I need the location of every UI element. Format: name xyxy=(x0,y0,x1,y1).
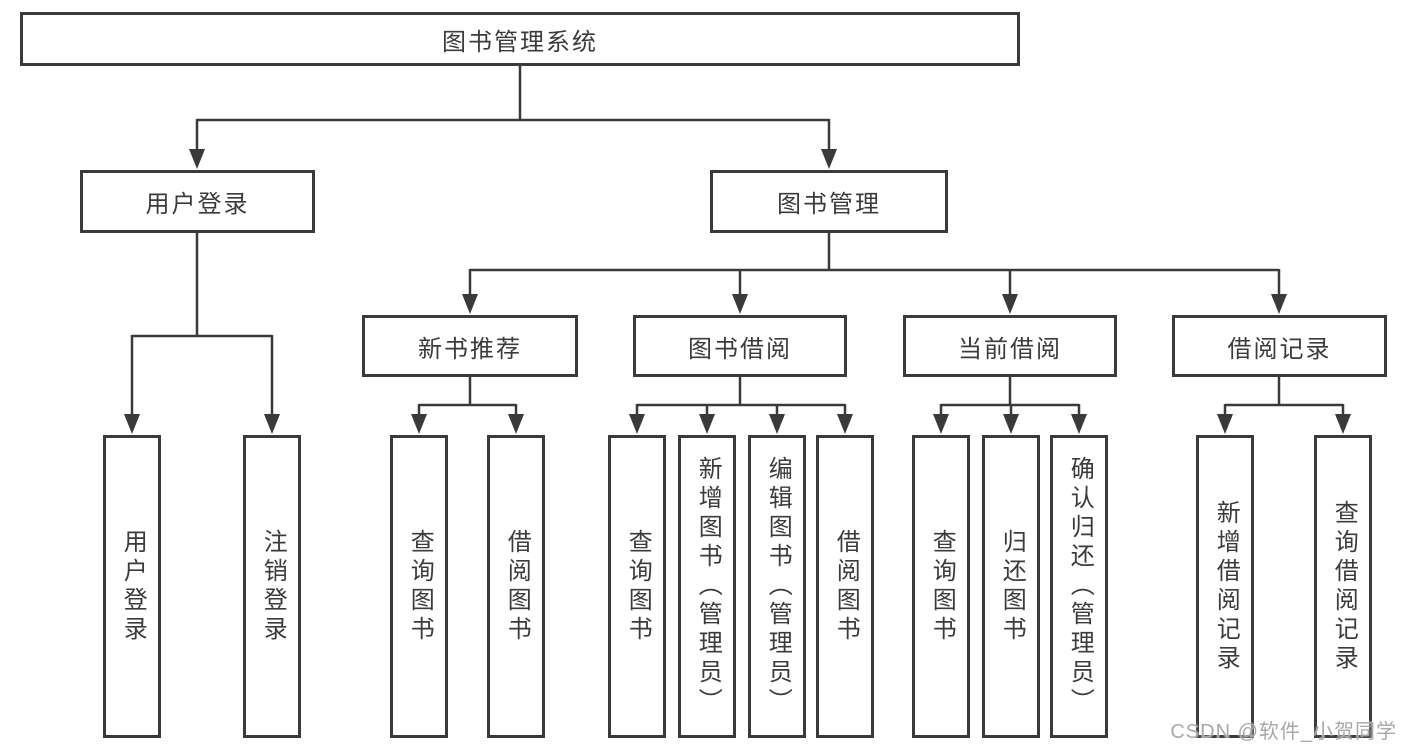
leaf-return-books: 归还图书 xyxy=(982,435,1040,738)
leaf-label: 确认归还（管理员） xyxy=(1066,456,1094,717)
leaf-user-login: 用户登录 xyxy=(103,435,161,738)
arrow-down-icon xyxy=(732,294,748,314)
leaf-label: 新增图书（管理员） xyxy=(694,456,722,717)
leaf-edit-book-admin: 编辑图书（管理员） xyxy=(748,435,806,738)
node-borrow-records: 借阅记录 xyxy=(1172,315,1387,377)
leaf-logout: 注销登录 xyxy=(243,435,301,738)
arrow-down-icon xyxy=(1217,414,1233,434)
arrow-down-icon xyxy=(821,149,837,169)
leaf-confirm-return-admin: 确认归还（管理员） xyxy=(1050,435,1108,738)
arrow-down-icon xyxy=(462,294,478,314)
leaf-label: 编辑图书（管理员） xyxy=(764,456,792,717)
leaf-query-borrow-record: 查询借阅记录 xyxy=(1314,435,1372,738)
arrow-down-icon xyxy=(124,414,140,434)
leaf-label: 用户登录 xyxy=(119,528,147,645)
arrow-down-icon xyxy=(264,414,280,434)
leaf-borrow-books: 借阅图书 xyxy=(816,435,874,738)
connector-root-to-level2 xyxy=(195,66,831,152)
node-current-borrow: 当前借阅 xyxy=(903,315,1117,377)
connector-user-login-to-children xyxy=(130,233,274,417)
watermark: CSDN @软件_小贺同学 xyxy=(1170,721,1397,743)
connector-borrow-records-to-children xyxy=(1223,377,1345,417)
leaf-label: 借阅图书 xyxy=(832,528,860,645)
leaf-borrow-books-recommend: 借阅图书 xyxy=(487,435,545,738)
arrow-down-icon xyxy=(1271,294,1287,314)
connector-book-management-to-groups xyxy=(468,233,1281,297)
leaf-label: 查询借阅记录 xyxy=(1330,499,1358,674)
node-book-management: 图书管理 xyxy=(710,170,948,233)
node-user-login: 用户登录 xyxy=(80,170,315,233)
leaf-query-books-recommend: 查询图书 xyxy=(390,435,448,738)
arrow-down-icon xyxy=(508,414,524,434)
leaf-label: 注销登录 xyxy=(259,528,287,645)
leaf-add-book-admin: 新增图书（管理员） xyxy=(678,435,736,738)
arrow-down-icon xyxy=(629,414,645,434)
arrow-down-icon xyxy=(1071,414,1087,434)
arrow-down-icon xyxy=(933,414,949,434)
arrow-down-icon xyxy=(411,414,427,434)
leaf-label: 查询图书 xyxy=(406,528,434,645)
connector-current-borrow-to-children xyxy=(939,377,1081,417)
leaf-label: 新增借阅记录 xyxy=(1212,499,1240,674)
leaf-label: 查询图书 xyxy=(624,528,652,645)
node-book-borrow: 图书借阅 xyxy=(633,315,847,377)
arrowheads xyxy=(124,149,1351,434)
leaf-label: 归还图书 xyxy=(998,528,1026,645)
arrow-down-icon xyxy=(1002,294,1018,314)
arrow-down-icon xyxy=(1335,414,1351,434)
arrow-down-icon xyxy=(189,149,205,169)
leaf-label: 借阅图书 xyxy=(503,528,531,645)
connector-book-borrow-to-children xyxy=(635,377,847,417)
arrow-down-icon xyxy=(1003,414,1019,434)
leaf-label: 查询图书 xyxy=(928,528,956,645)
arrow-down-icon xyxy=(699,414,715,434)
leaf-add-borrow-record: 新增借阅记录 xyxy=(1196,435,1254,738)
leaf-query-books-borrow: 查询图书 xyxy=(608,435,666,738)
node-new-book-recommend: 新书推荐 xyxy=(362,315,578,377)
arrow-down-icon xyxy=(837,414,853,434)
connector-new-book-recommend-to-children xyxy=(417,377,518,417)
node-root-system: 图书管理系统 xyxy=(20,12,1020,66)
leaf-query-books-current: 查询图书 xyxy=(912,435,970,738)
arrow-down-icon xyxy=(769,414,785,434)
